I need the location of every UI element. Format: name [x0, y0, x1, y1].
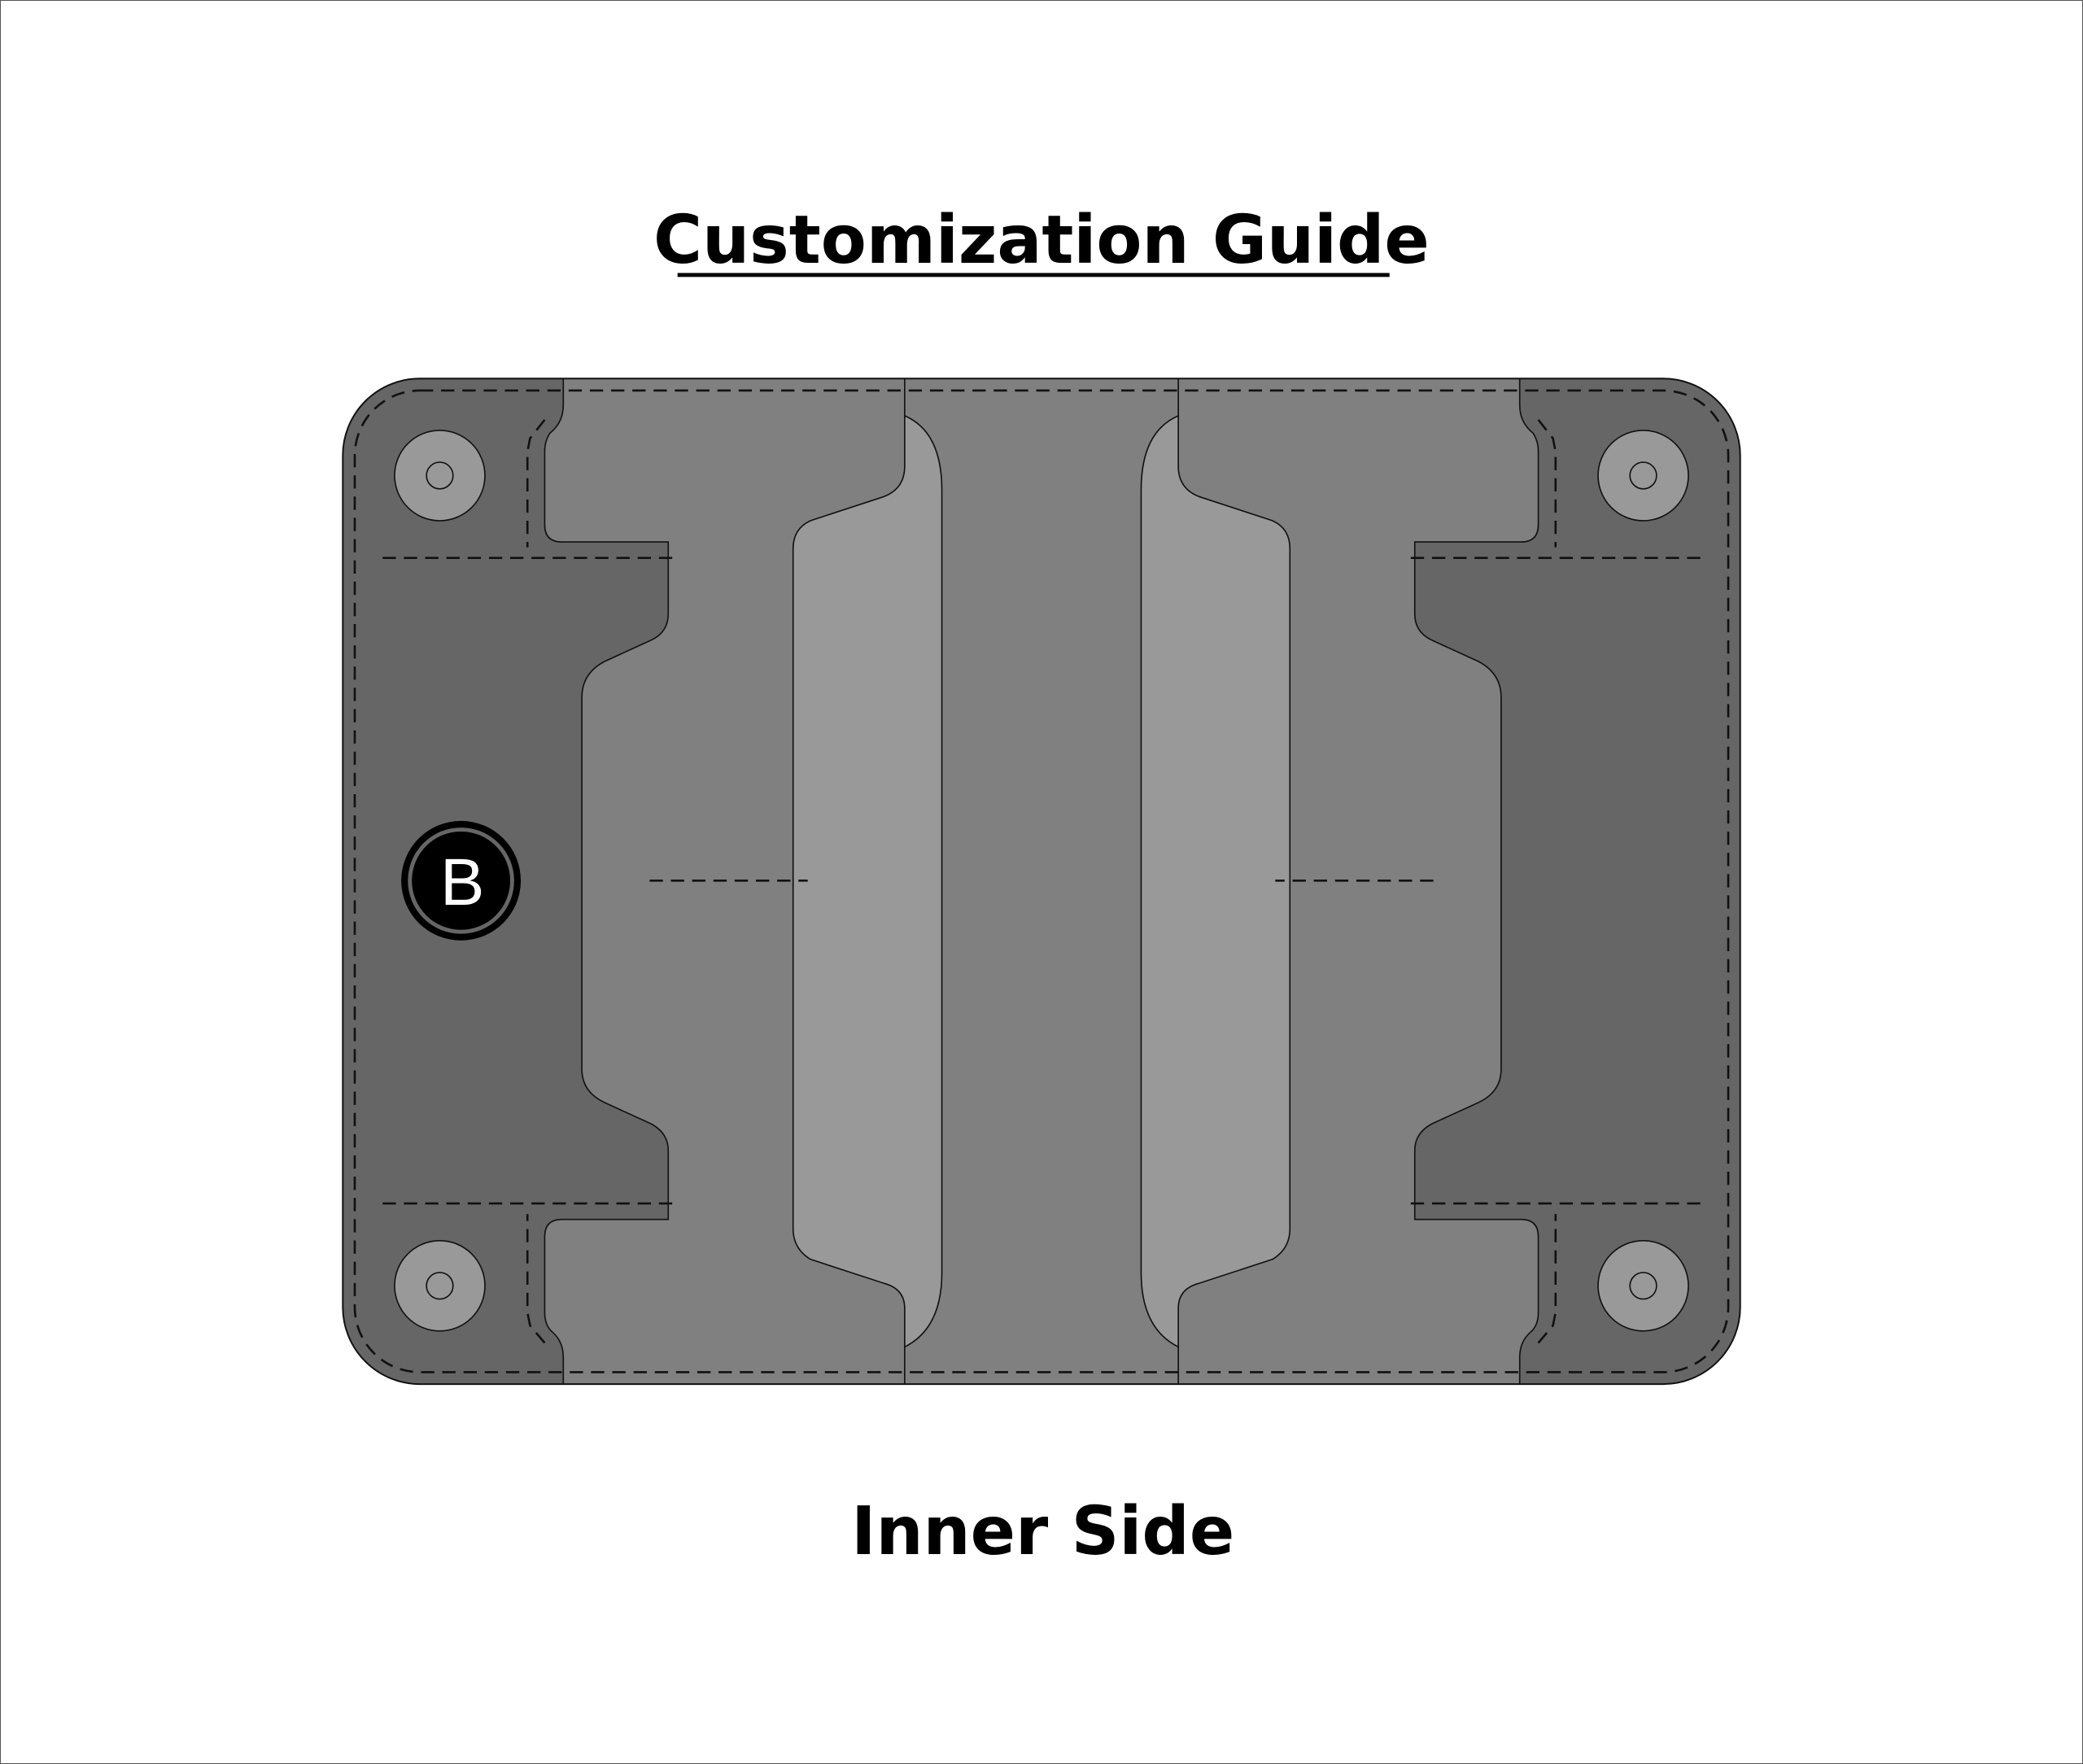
- perimeter-stitching: [353, 389, 1730, 1373]
- side-label: Inner Side: [851, 1493, 1234, 1570]
- brand-logo: B: [401, 820, 522, 941]
- logo-letter: B: [440, 845, 484, 919]
- page-title: Customization Guide: [653, 202, 1430, 279]
- wallet-outline: [342, 378, 1741, 1386]
